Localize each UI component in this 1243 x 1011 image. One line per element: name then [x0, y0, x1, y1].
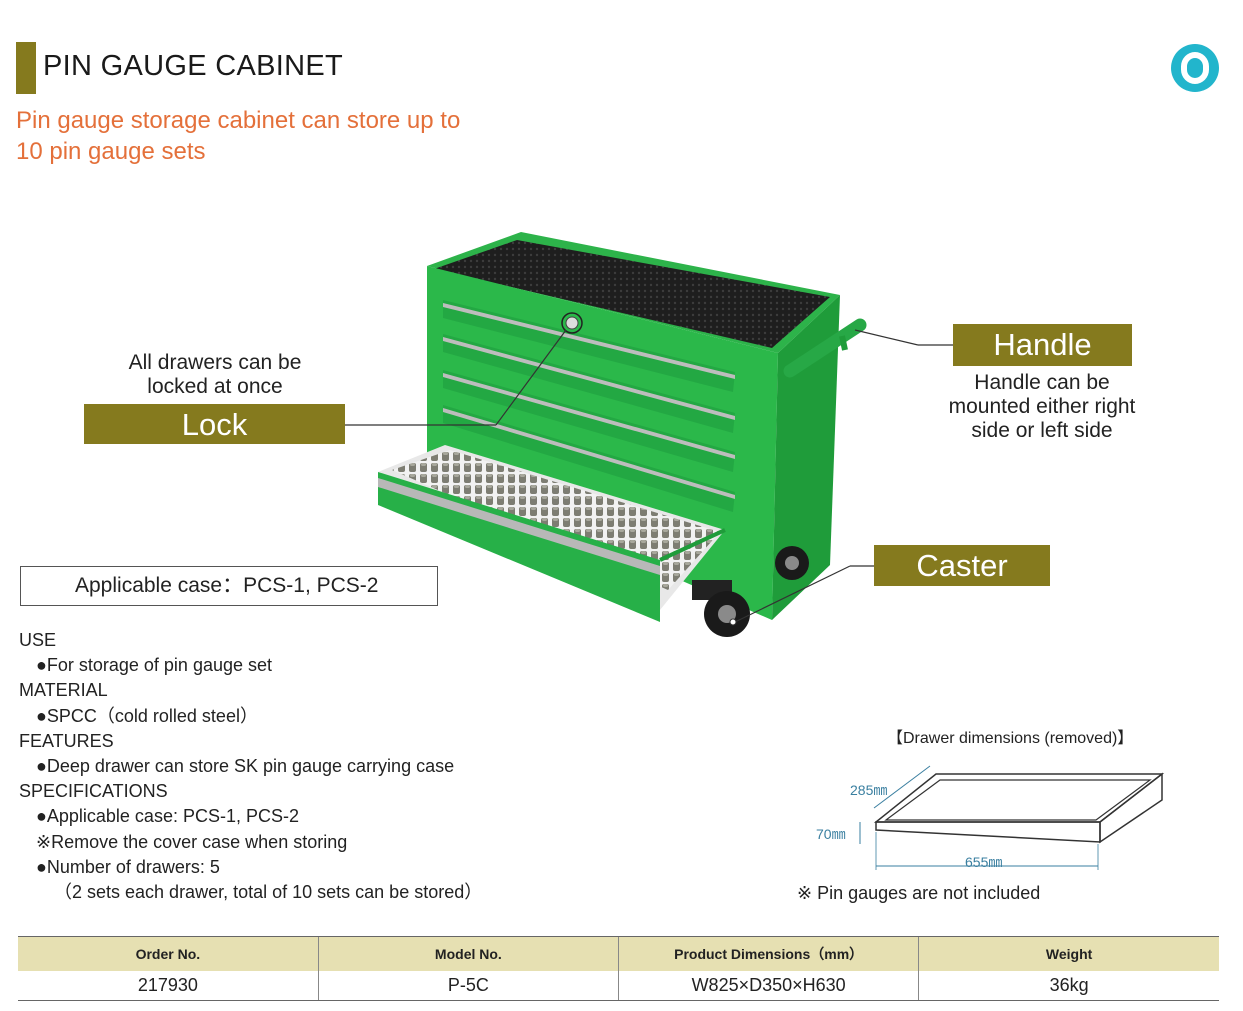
- ring-icon: [1171, 44, 1219, 92]
- subtitle-line-2: 10 pin gauge sets: [16, 138, 206, 165]
- lock-desc-line-2: locked at once: [147, 375, 283, 398]
- page-title: PIN GAUGE CABINET: [43, 50, 343, 82]
- caster-label: Caster: [874, 545, 1050, 586]
- handle-desc-line-3: side or left side: [971, 419, 1113, 442]
- drawer-height-label: 70㎜: [816, 826, 846, 842]
- applicable-case-box: Applicable case：PCS-1, PCS-2: [20, 566, 438, 606]
- lock-label: Lock: [84, 404, 345, 444]
- specifications-heading: SPECIFICATIONS: [19, 781, 168, 802]
- column-header: Weight: [918, 936, 1219, 971]
- features-heading: FEATURES: [19, 730, 114, 751]
- use-heading: USE: [19, 630, 57, 650]
- weight-cell: 36kg: [918, 970, 1219, 1001]
- handle-label: Handle: [953, 324, 1132, 366]
- column-header: Order No.: [18, 936, 319, 971]
- column-header: Product Dimensions（mm）: [617, 936, 919, 971]
- page-subtitle: Pin gauge storage cabinet can store up t…: [16, 105, 536, 167]
- use-item: ●For storage of pin gauge set: [36, 655, 273, 676]
- spec-item-case: ●Applicable case: PCS-1, PCS-2: [36, 806, 299, 827]
- handle-desc-line-1: Handle can be: [974, 371, 1110, 394]
- order-no-cell: 217930: [18, 970, 319, 1001]
- table-row: 217930 P-5C W825×D350×H630 36kg: [18, 970, 1219, 1001]
- spec-item-drawers: ●Number of drawers: 5: [36, 856, 220, 877]
- table-header-row: Order No. Model No. Product Dimensions（m…: [18, 936, 1219, 971]
- material-item: ●SPCC（cold rolled steel）: [36, 705, 258, 726]
- model-no-cell: P-5C: [317, 970, 619, 1001]
- lock-desc-line-1: All drawers can be: [128, 351, 302, 374]
- drawer-depth-label: 285㎜: [850, 782, 888, 798]
- subtitle-line-1: Pin gauge storage cabinet can store up t…: [16, 107, 461, 134]
- product-table: Order No. Model No. Product Dimensions（m…: [18, 936, 1219, 1001]
- drawer-diagram: [859, 765, 1165, 870]
- drawer-caption: 【Drawer dimensions (removed)】: [887, 730, 1134, 747]
- drawer-width-label: 655㎜: [965, 854, 1003, 870]
- dimensions-cell: W825×D350×H630: [617, 970, 919, 1001]
- handle-description: Handle can be mounted either right side …: [912, 371, 1172, 443]
- title-accent-bar: [16, 42, 36, 94]
- material-heading: MATERIAL: [19, 680, 108, 701]
- features-item: ●Deep drawer can store SK pin gauge carr…: [36, 756, 455, 777]
- handle-desc-line-2: mounted either right: [948, 395, 1136, 418]
- lock-description: All drawers can be locked at once: [100, 351, 330, 399]
- spec-list: USE ●For storage of pin gauge set MATERI…: [19, 628, 482, 905]
- spec-item-drawers-detail: （2 sets each drawer, total of 10 sets ca…: [54, 882, 483, 903]
- spec-note: ※Remove the cover case when storing: [36, 831, 348, 852]
- pin-gauges-note: ※ Pin gauges are not included: [797, 883, 1041, 903]
- column-header: Model No.: [317, 936, 619, 971]
